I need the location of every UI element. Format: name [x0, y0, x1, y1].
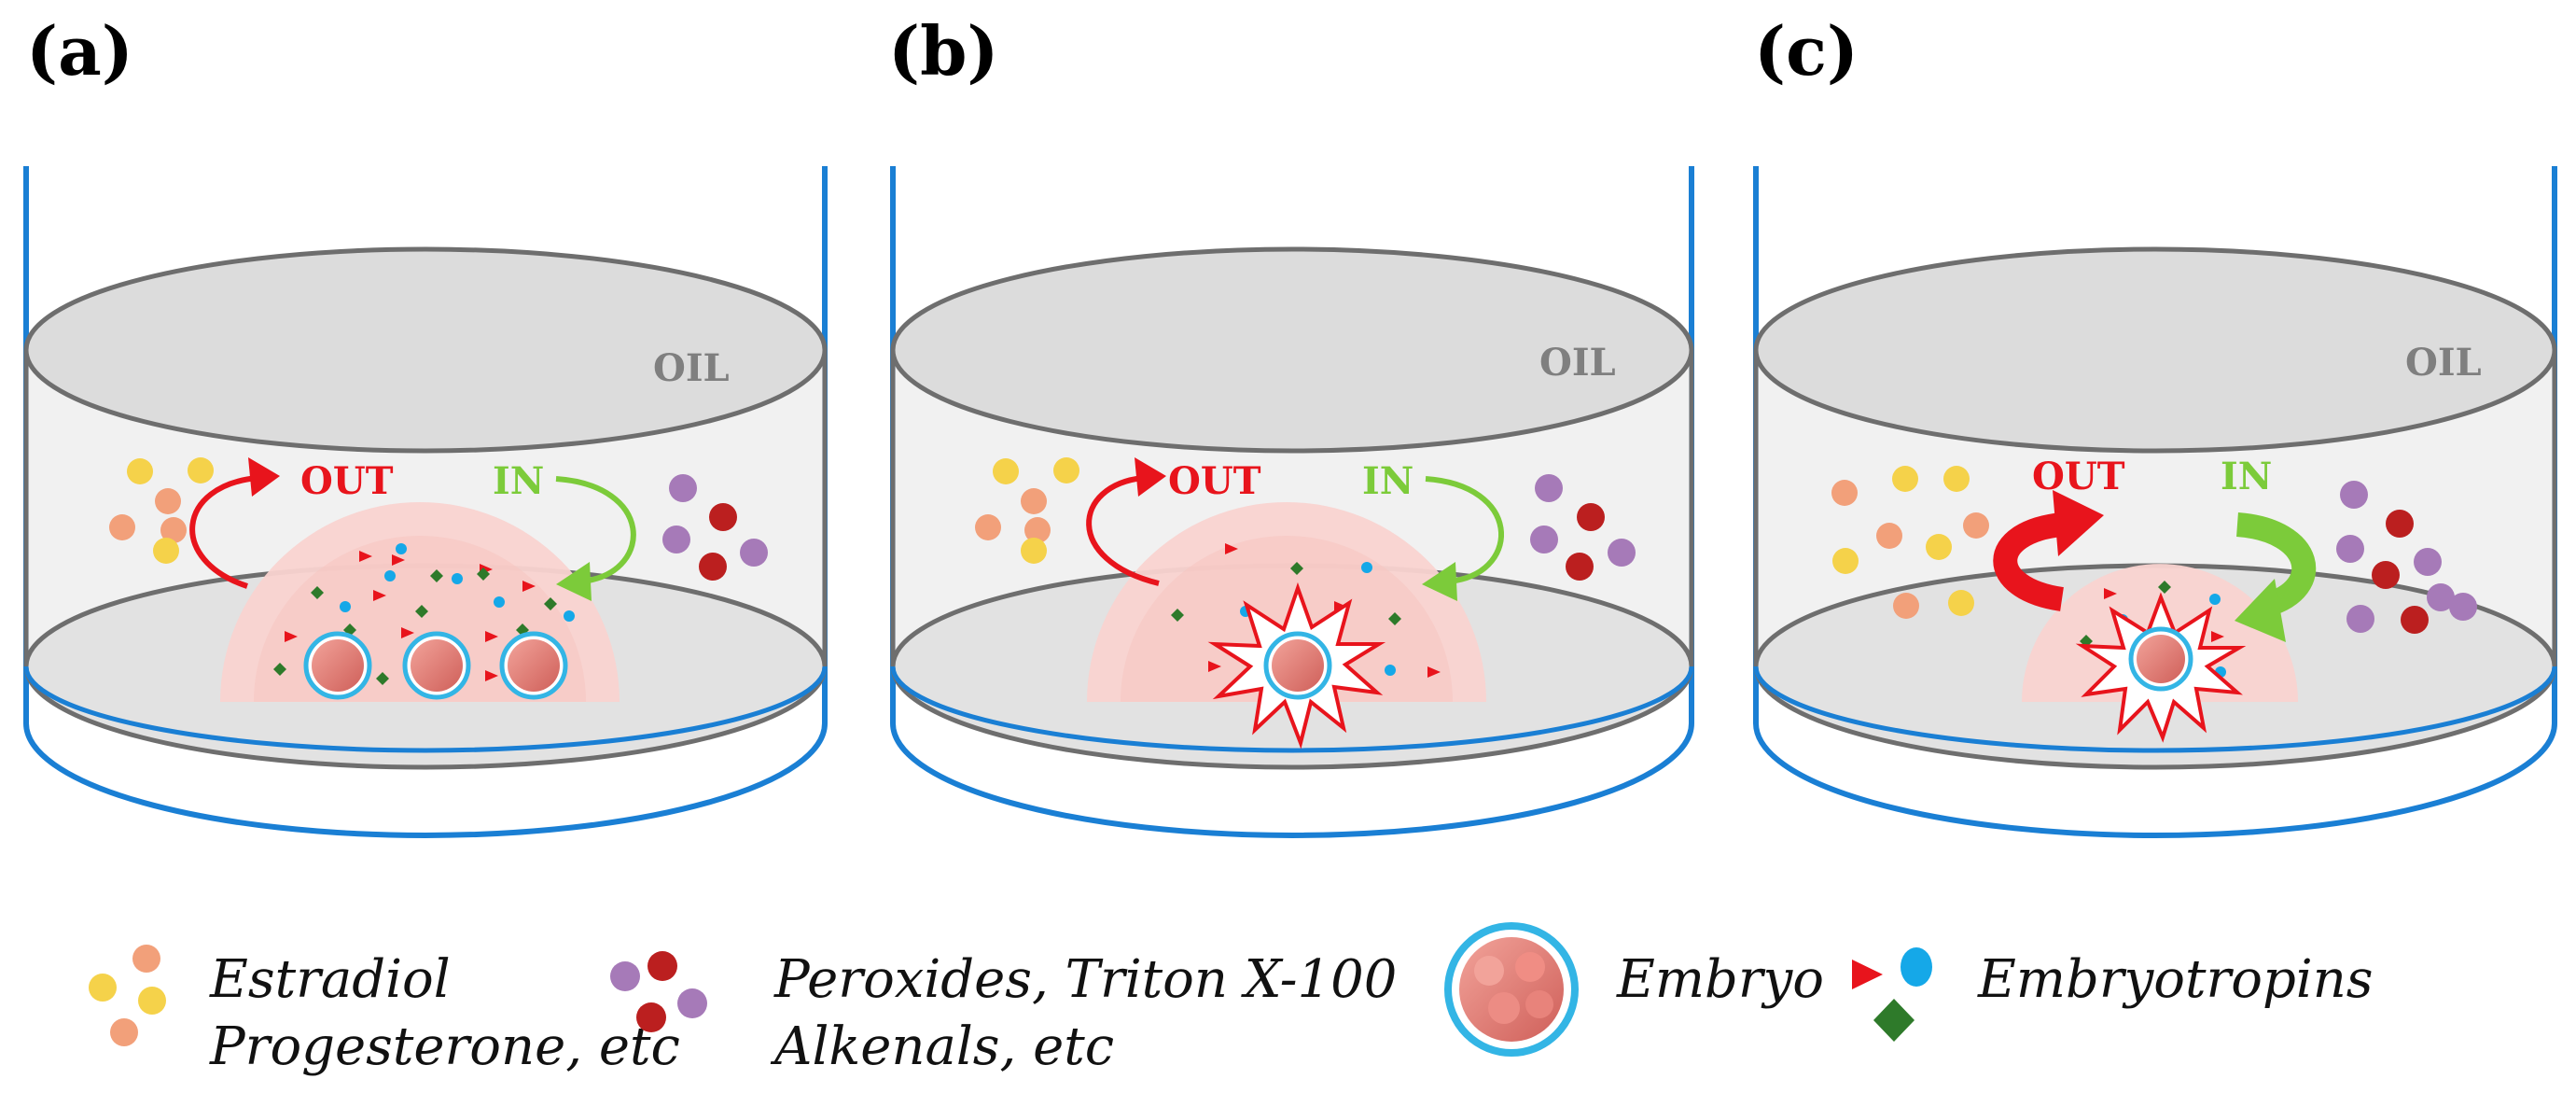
legend-hormones-line1: Estradiol: [209, 949, 451, 1010]
hormone-particles: [1831, 466, 1989, 619]
embryotropin-particles: [1171, 543, 1441, 678]
legend-embryotropins-icon: [1852, 947, 1932, 1042]
oil-label: OIL: [1539, 341, 1616, 385]
legend-embryo-icon: [1444, 922, 1579, 1057]
legend-toxins-line2: Alkenals, etc: [770, 1016, 1114, 1077]
out-arrow: [1993, 512, 2065, 611]
in-label: IN: [1362, 459, 1413, 503]
embryo: [402, 631, 471, 700]
panel-a: (a) OIL OUT IN: [23, 11, 828, 838]
in-arrow: [1425, 476, 1504, 583]
embryo: [303, 631, 372, 700]
out-label: OUT: [1168, 459, 1261, 503]
embryotropin-particles: [273, 543, 575, 685]
embryo: [1263, 631, 1332, 700]
hormone-particles: [975, 457, 1079, 564]
toxin-particles: [662, 474, 768, 581]
toxin-particles: [1530, 474, 1636, 581]
in-label: IN: [2221, 455, 2272, 498]
legend-hormones-icon: [89, 945, 166, 1046]
oil-label: OIL: [653, 346, 730, 390]
panel-b: (b) OIL OUT IN: [888, 11, 1694, 838]
oil-label: OIL: [2405, 341, 2482, 385]
legend-hormones-line2: Progesterone, etc: [209, 1016, 680, 1077]
toxin-particles: [2336, 481, 2477, 634]
out-arrow: [1086, 475, 1160, 586]
panel-label-b: (b): [888, 11, 998, 91]
panel-c: (c) OIL OUT IN: [1753, 11, 2557, 838]
legend-embryo-label: Embryo: [1616, 949, 1824, 1010]
hormone-particles: [109, 457, 214, 564]
in-arrow: [2235, 512, 2317, 617]
out-arrow: [189, 475, 258, 589]
legend-embryotropins-label: Embryotropins: [1977, 949, 2374, 1010]
legend-toxins-line1: Peroxides, Triton X-100: [773, 949, 1397, 1010]
legend: Estradiol Progesterone, etc Peroxides, T…: [89, 922, 2374, 1077]
in-label: IN: [493, 459, 544, 503]
legend-toxins-icon: [610, 951, 707, 1032]
embryo: [2128, 626, 2193, 692]
embryo: [499, 631, 568, 700]
out-label: OUT: [2032, 455, 2125, 498]
in-arrow: [555, 476, 636, 583]
panel-label-a: (a): [26, 11, 133, 91]
panel-label-c: (c): [1754, 11, 1859, 91]
out-label: OUT: [300, 459, 394, 503]
